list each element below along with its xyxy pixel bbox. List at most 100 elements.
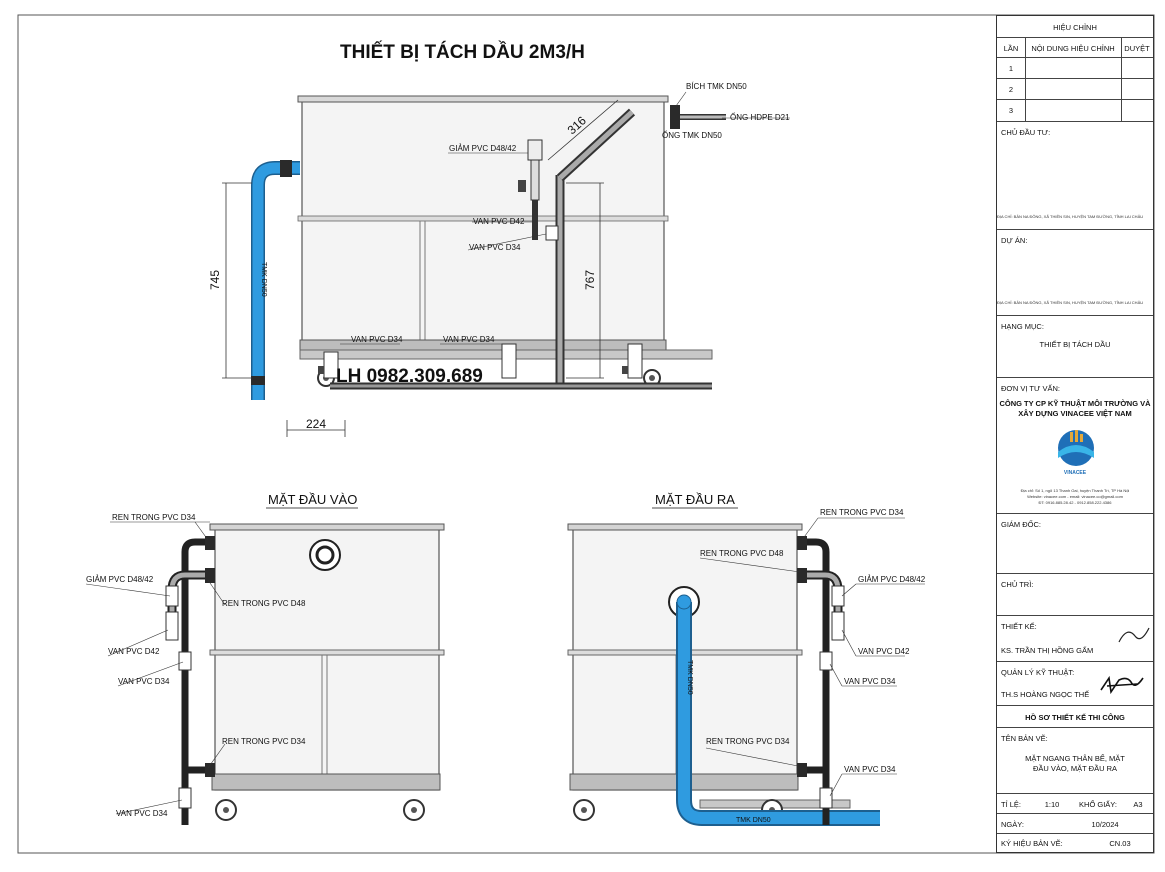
company-line1: CÔNG TY CP KỸ THUẬT MÔI TRƯỜNG VÀ	[999, 399, 1151, 408]
label-van-d34-mid: VAN PVC D34	[469, 243, 521, 252]
qa-section: QUẢN LÝ KỸ THUẬT: TH.S HOÀNG NGỌC THẾ	[997, 662, 1153, 706]
outlet-pipe-assembly	[797, 536, 845, 825]
outlet-label-van-d42: VAN PVC D42	[858, 647, 910, 656]
dimension-767: 767	[566, 182, 604, 379]
inlet-tmk-pipe: TMK DN50	[251, 160, 300, 400]
owner-section: CHỦ ĐẦU TƯ: ĐỊA CHỈ: BẢN NA ĐÔNG, XÃ THI…	[997, 122, 1153, 230]
qa-signature	[1100, 675, 1144, 695]
inlet-label-ren-d34-top: REN TRONG PVC D34	[112, 513, 196, 522]
drawing-name-line1: MẶT NGANG THÂN BỂ, MẶT	[1025, 754, 1125, 763]
designer-name: KS. TRẦN THỊ HỒNG GẤM	[1001, 646, 1094, 655]
outlet-view-title: MẶT ĐẦU RA	[655, 492, 735, 507]
inlet-label-van-d34-bot: VAN PVC D34	[116, 809, 168, 818]
company-address: Địa chỉ: Số 1, ngõ 13 Thanh Oai, huyện T…	[1020, 488, 1130, 493]
company-web: Website: vinacee.com - email: vinacee.co…	[1027, 494, 1123, 499]
code-label: KÝ HIỆU BẢN VẼ:	[1001, 839, 1063, 848]
label-ong-hdpe: ỐNG HDPE D21	[730, 112, 790, 122]
date-row: NGÀY: 10/2024	[997, 814, 1153, 834]
scale-label: TỈ LỆ:	[1001, 800, 1022, 809]
company-tel: ĐT: 0916.885.28.42 - 0912.858.222.4386	[1038, 500, 1112, 505]
outlet-tmk-horiz-label: TMK DN50	[736, 817, 771, 824]
col-lan: LẦN	[1003, 44, 1019, 53]
inlet-label-giam-d48: GIẢM PVC D48/42	[86, 575, 154, 584]
dossier-section: HỒ SƠ THIẾT KẾ THI CÔNG	[997, 706, 1153, 728]
title-block: HIỆU CHỈNH LẦN NỘI DUNG HIỆU CHỈNH DUYỆT…	[996, 15, 1154, 853]
date-value: 10/2024	[1091, 820, 1119, 829]
revision-num: 2	[1008, 85, 1014, 94]
label-van-d34-center: VAN PVC D34	[443, 335, 495, 344]
revision-row: 2	[997, 79, 1153, 100]
scale-value: 1:10	[1044, 800, 1060, 809]
outlet-label-giam-d48: GIẢM PVC D48/42	[858, 575, 926, 584]
inlet-label-ren-d48: REN TRONG PVC D48	[222, 599, 306, 608]
dimension-224: 224	[286, 417, 346, 437]
project-address: ĐỊA CHỈ: BẢN NA ĐÔNG, XÃ THIÊN SIN, HUYỆ…	[997, 300, 1144, 305]
inlet-tank	[209, 523, 445, 821]
label-giam-pvc: GIẢM PVC D48/42	[449, 144, 517, 153]
outlet-blue-pipe: TMK DN50 TMK DN50	[668, 586, 880, 826]
designer-signature	[1118, 627, 1150, 643]
col-noidung: NỘI DUNG HIỆU CHỈNH	[1031, 44, 1115, 53]
code-row: KÝ HIỆU BẢN VẼ: CN.03	[997, 834, 1153, 852]
inlet-view-title: MẶT ĐẦU VÀO	[268, 492, 357, 507]
drawing-name-label: TÊN BẢN VẼ:	[1001, 734, 1048, 743]
item-value: THIẾT BỊ TÁCH DẦU	[1039, 340, 1111, 349]
paper-label: KHỔ GIẤY:	[1079, 800, 1117, 809]
outlet-label-ren-d34-top: REN TRONG PVC D34	[820, 508, 904, 517]
label-bich-tmk: BÍCH TMK DN50	[686, 82, 747, 91]
dim-767: 767	[583, 270, 597, 290]
scale-row: TỈ LỆ: 1:10 KHỔ GIẤY: A3	[997, 794, 1153, 814]
logo-text: VINACEE	[1063, 470, 1087, 476]
inlet-label-ren-d34-bot: REN TRONG PVC D34	[222, 737, 306, 746]
drawing-name-line2: ĐẦU VÀO, MẶT ĐẦU RA	[1032, 764, 1118, 773]
qa-name: TH.S HOÀNG NGỌC THẾ	[1001, 690, 1090, 699]
chief-label: CHỦ TRÌ:	[1001, 580, 1034, 589]
inlet-view-labels: REN TRONG PVC D34 GIẢM PVC D48/42 REN TR…	[85, 513, 306, 818]
outlet-tmk-vert-label: TMK DN50	[686, 660, 693, 695]
drawing-title: THIẾT BỊ TÁCH DẦU 2M3/H	[340, 41, 585, 63]
owner-label: CHỦ ĐẦU TƯ:	[1001, 128, 1051, 137]
director-section: GIÁM ĐỐC:	[997, 514, 1153, 574]
label-van-d42: VAN PVC D42	[473, 217, 525, 226]
watermark-phone: LH 0982.309.689	[336, 366, 483, 387]
drawing-name-section: TÊN BẢN VẼ: MẶT NGANG THÂN BỂ, MẶT ĐẦU V…	[997, 728, 1153, 794]
revision-columns: LẦN NỘI DUNG HIỆU CHỈNH DUYỆT	[997, 38, 1153, 58]
revision-header-row: HIỆU CHỈNH	[997, 16, 1153, 38]
dossier-title: HỒ SƠ THIẾT KẾ THI CÔNG	[1025, 713, 1125, 722]
outlet-view-labels: REN TRONG PVC D34 REN TRONG PVC D48 GIẢM…	[699, 508, 926, 797]
project-label: DỰ ÁN:	[1001, 236, 1028, 245]
item-label: HẠNG MỤC:	[1001, 322, 1044, 331]
outlet-label-van-d34: VAN PVC D34	[844, 677, 896, 686]
consultant-label: ĐƠN VỊ TƯ VẤN:	[1001, 384, 1060, 393]
inlet-label-van-d34: VAN PVC D34	[118, 677, 170, 686]
outlet-label-ren-d34-bot: REN TRONG PVC D34	[706, 737, 790, 746]
revision-num: 1	[1008, 64, 1014, 73]
tank-side-elevation	[297, 95, 713, 387]
code-value: CN.03	[1109, 839, 1131, 848]
director-label: GIÁM ĐỐC:	[1001, 520, 1042, 529]
consultant-section: ĐƠN VỊ TƯ VẤN: CÔNG TY CP KỸ THUẬT MÔI T…	[997, 378, 1153, 514]
qa-label: QUẢN LÝ KỸ THUẬT:	[1001, 668, 1075, 677]
item-section: HẠNG MỤC: THIẾT BỊ TÁCH DẦU	[997, 316, 1153, 378]
outlet-pipe-assembly	[318, 105, 726, 390]
company-logo-icon	[1058, 430, 1094, 466]
paper-value: A3	[1133, 800, 1143, 809]
inlet-pipe-assembly	[165, 536, 215, 825]
dim-745: 745	[208, 270, 222, 290]
revision-header: HIỆU CHỈNH	[1053, 23, 1097, 32]
top-view-labels: BÍCH TMK DN50 ỐNG HDPE D21 ỐNG TMK DN50 …	[340, 82, 790, 345]
tmk-dn50-vert-label: TMK DN50	[260, 262, 267, 297]
inlet-label-van-d42: VAN PVC D42	[108, 647, 160, 656]
dim-224: 224	[306, 417, 326, 431]
company-line2: XÂY DỰNG VINACEE VIỆT NAM	[1018, 409, 1132, 418]
col-duyet: DUYỆT	[1124, 44, 1150, 53]
date-label: NGÀY:	[1001, 820, 1024, 829]
label-ong-tmk: ỐNG TMK DN50	[662, 130, 722, 140]
designer-section: THIẾT KẾ: KS. TRẦN THỊ HỒNG GẤM	[997, 616, 1153, 662]
owner-address: ĐỊA CHỈ: BẢN NA ĐÔNG, XÃ THIÊN SIN, HUYỆ…	[997, 214, 1144, 219]
designer-label: THIẾT KẾ:	[1001, 622, 1037, 631]
revision-row: 3	[997, 100, 1153, 122]
project-section: DỰ ÁN: ĐỊA CHỈ: BẢN NA ĐÔNG, XÃ THIÊN SI…	[997, 230, 1153, 316]
outlet-tank	[567, 523, 851, 821]
